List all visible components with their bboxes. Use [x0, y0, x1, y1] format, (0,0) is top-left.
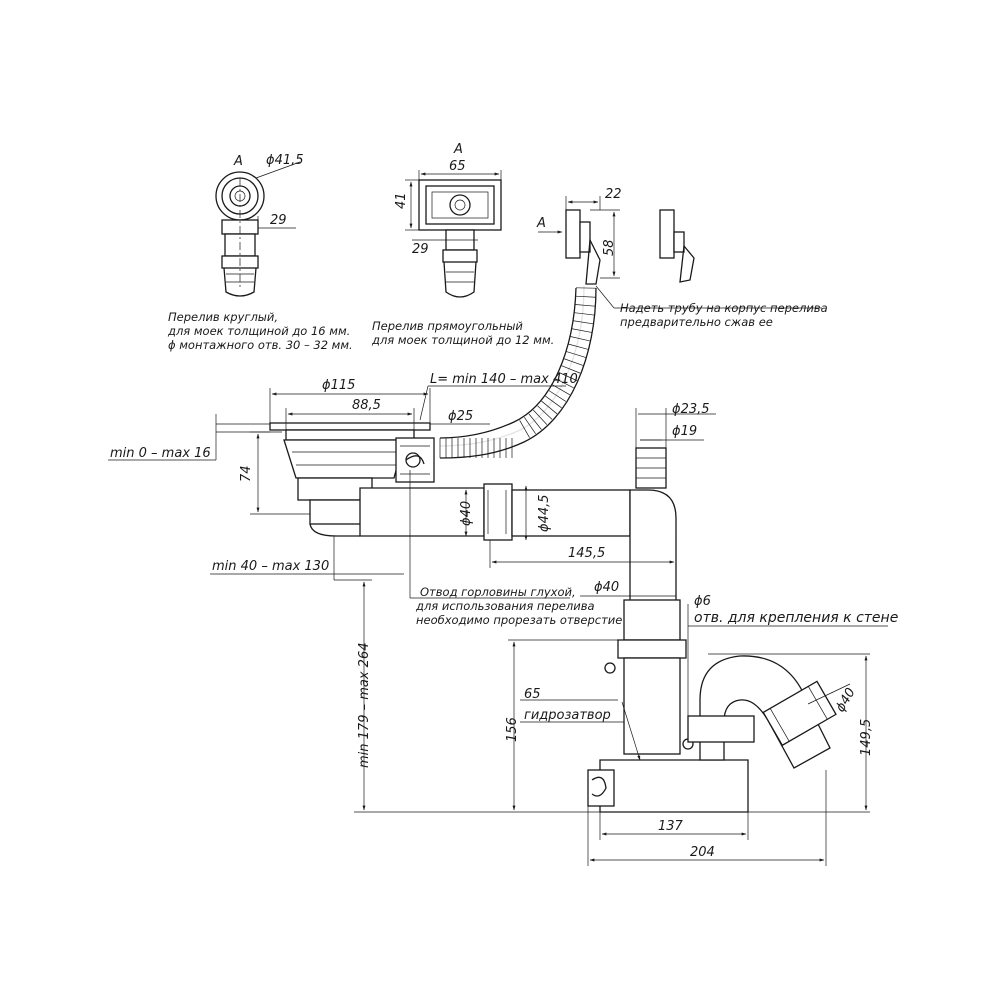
- side-view-mark: А: [536, 216, 546, 231]
- dim-d40b: ϕ40: [594, 580, 619, 595]
- dim-offset: min 40 – max 130: [212, 559, 329, 574]
- hose-rib: [569, 344, 588, 349]
- rect-dim-29: 29: [412, 242, 429, 257]
- dim-h264: min 179 – max 264: [357, 643, 372, 769]
- round-caption-3: ϕ монтажного отв. 30 – 32 мм.: [168, 338, 353, 352]
- side-dim-22: 22: [605, 187, 622, 202]
- side-note-1: Надеть трубу на корпус перелива: [620, 301, 828, 315]
- dim-hose-length: L= min 140 – max 410: [430, 372, 578, 387]
- wall-hole-label: отв. для крепления к стене: [694, 610, 898, 626]
- hose-rib: [574, 313, 594, 315]
- round-caption-2: для моек толщиной до 16 мм.: [167, 324, 350, 338]
- hose-rib: [566, 352, 585, 358]
- hose-rib: [564, 359, 583, 366]
- hose-rib: [572, 329, 592, 333]
- round-dim-29: 29: [270, 213, 287, 228]
- trap-label: гидрозатвор: [524, 708, 611, 723]
- dim-137: 137: [658, 819, 684, 834]
- dim-88: 88,5: [352, 398, 381, 413]
- dim-d445: ϕ44,5: [537, 494, 552, 532]
- round-view-mark: А: [233, 154, 243, 169]
- dim-d235: ϕ23,5: [672, 402, 710, 417]
- main-dimensions: ϕ115 88,5 L= min 140 – max 410 ϕ25 ϕ23,5…: [108, 372, 898, 866]
- dim-thickness: min 0 – max 16: [110, 446, 211, 461]
- side-dim-58: 58: [602, 239, 617, 256]
- dim-d19: ϕ19: [672, 424, 697, 439]
- round-overflow-view: А ϕ41,5 29 Перелив круглый, для моек тол…: [167, 153, 353, 352]
- hose-rib: [570, 337, 590, 341]
- dim-74: 74: [239, 465, 254, 482]
- dim-65: 65: [524, 687, 541, 702]
- rect-dim-65: 65: [449, 159, 466, 174]
- dim-d6: ϕ6: [694, 594, 711, 609]
- dim-d115: ϕ115: [322, 378, 355, 393]
- rect-caption-1: Перелив прямоугольный: [372, 319, 523, 333]
- hose-rib: [575, 304, 595, 306]
- dim-1455: 145,5: [568, 546, 605, 561]
- hose-rib: [576, 296, 596, 297]
- round-caption-1: Перелив круглый,: [168, 310, 278, 324]
- side-note-2: предварительно сжав ее: [620, 315, 773, 329]
- branch-note-1: Отвод горловины глухой,: [420, 585, 576, 599]
- hose-rib: [573, 321, 593, 324]
- rect-view-mark: А: [453, 142, 463, 157]
- branch-note-3: необходимо прорезать отверстие: [416, 613, 622, 627]
- rect-overflow-view: А 65 41 29 Перелив прямоугольный для мое…: [371, 142, 554, 347]
- round-dia-label: ϕ41,5: [266, 153, 304, 168]
- dim-204: 204: [690, 845, 715, 860]
- dim-1495: 149,5: [859, 719, 874, 756]
- rect-caption-2: для моек толщиной до 12 мм.: [371, 333, 554, 347]
- branch-note-2: для использования перелива: [415, 599, 595, 613]
- rect-dim-41: 41: [394, 192, 409, 209]
- dim-d25: ϕ25: [448, 409, 473, 424]
- dim-156: 156: [505, 717, 520, 742]
- overflow-side-view: 22 58 А Надеть трубу на корпус перелива …: [536, 187, 828, 329]
- dim-d40a: ϕ40: [459, 501, 474, 526]
